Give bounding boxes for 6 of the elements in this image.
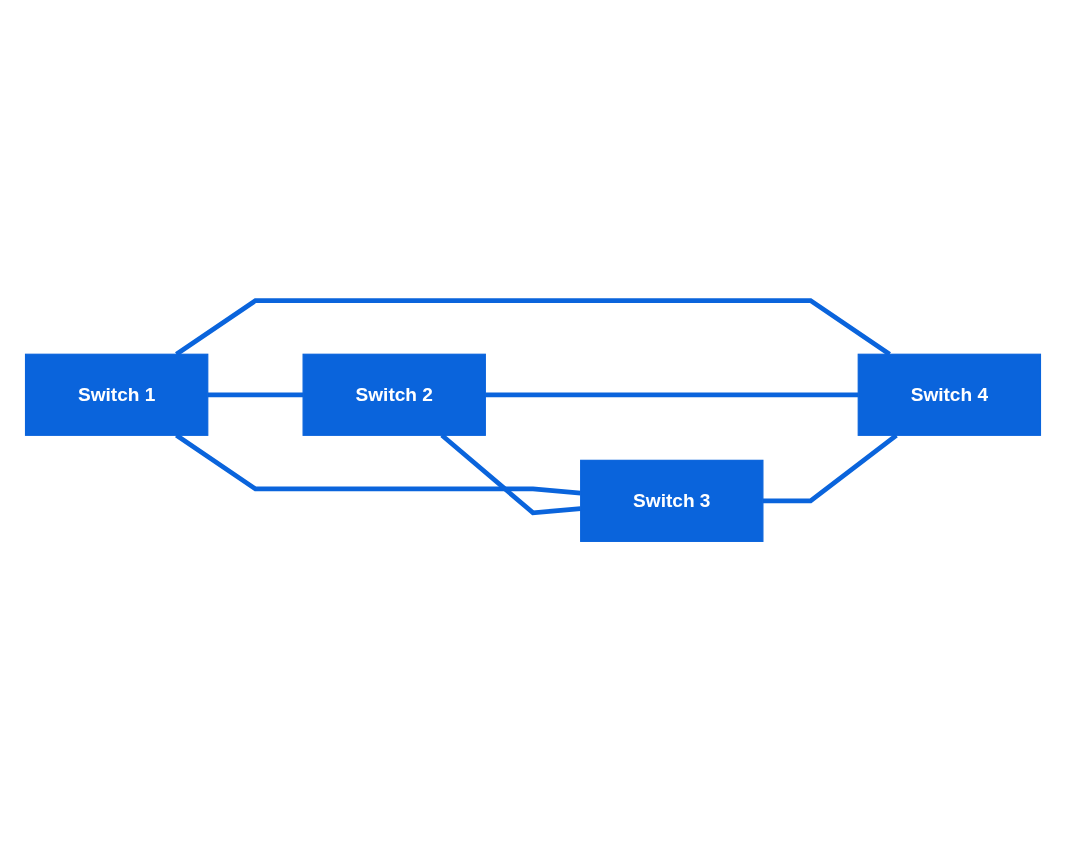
switch-node: Switch 4: [857, 353, 1042, 436]
switch-node: Switch 2: [302, 353, 486, 436]
connection-line: [485, 392, 859, 398]
switch-node: Switch 1: [24, 353, 209, 436]
connection-line: [207, 392, 304, 398]
switch-node: Switch 3: [580, 459, 764, 542]
